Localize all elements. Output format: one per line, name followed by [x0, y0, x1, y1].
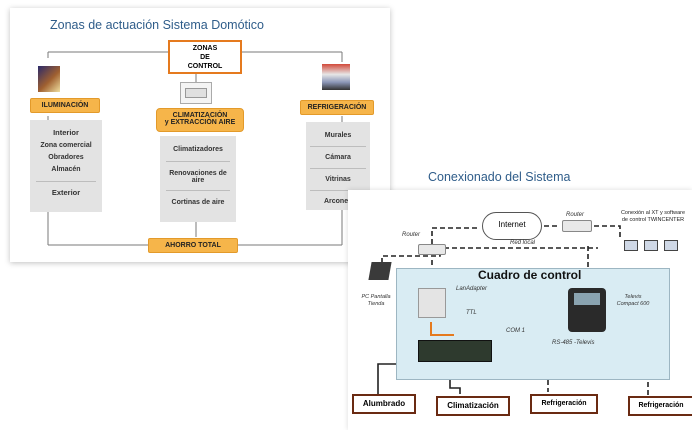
televis-device	[568, 288, 606, 332]
pc-label: PC Pantalla Tienda	[361, 294, 391, 307]
computer-icon	[664, 240, 678, 251]
control-zones-box: ZONAS DE CONTROL	[168, 40, 242, 74]
list-item: Arcones	[323, 198, 352, 205]
io-module-device	[418, 340, 492, 362]
pc-monitor-icon	[368, 262, 392, 280]
ttl-label: TTL	[466, 310, 477, 316]
list-item: Renovaciones de aire	[169, 170, 227, 184]
ahorro-total-label: AHORRO TOTAL	[148, 238, 238, 253]
control-line-3: CONTROL	[187, 63, 223, 70]
output-climatizacion: Climatización	[436, 396, 510, 416]
orange-arrow	[430, 334, 454, 336]
router-left-icon	[418, 244, 446, 255]
lanadapter-label: LanAdapter	[456, 286, 488, 292]
internet-cloud: Internet	[482, 212, 542, 240]
control-line-2: DE	[200, 54, 210, 61]
list-item: Murales	[324, 132, 352, 139]
list-item: Exterior	[51, 188, 81, 197]
internet-label: Internet	[498, 220, 526, 229]
lanadapter-device	[418, 288, 446, 318]
control-panel-title: Cuadro de control	[478, 268, 582, 282]
zones-title: Zonas de actuación Sistema Domótico	[50, 18, 264, 32]
connection-title: Conexionado del Sistema	[428, 170, 571, 184]
refrigeracion-panel: Murales Cámara Vitrinas Arcones	[306, 122, 370, 210]
list-item: Almacén	[51, 166, 81, 173]
refrigeracion-label: REFRIGERACIÓN	[300, 100, 374, 115]
divider	[310, 190, 366, 191]
output-refrigeracion-2: Refrigeración	[628, 396, 692, 416]
router-left-label: Router	[402, 232, 421, 238]
lighting-photo	[38, 66, 60, 92]
list-item: Obradores	[48, 154, 84, 161]
output-alumbrado: Alumbrado	[352, 394, 416, 414]
ac-unit-image	[180, 82, 212, 104]
rs485-label: RS-485 -Televis	[552, 340, 595, 346]
divider	[166, 190, 230, 191]
list-item: Cortinas de aire	[171, 199, 225, 206]
control-line-1: ZONAS	[192, 45, 218, 52]
climatizacion-label: CLIMATIZACIÓN y EXTRACCIÓN AIRE	[156, 108, 244, 132]
remote-connection-text: Conexión al XT y software de control TWI…	[620, 210, 686, 223]
router-right-label: Router	[566, 212, 585, 218]
router-right-icon	[562, 220, 592, 232]
climatizacion-panel: Climatizadores Renovaciones de aire Cort…	[160, 136, 236, 222]
divider	[310, 168, 366, 169]
computer-icon	[624, 240, 638, 251]
divider	[310, 146, 366, 147]
control-zones-card: Zonas de actuación Sistema Domótico ZONA…	[10, 8, 390, 262]
televis-label: Televis Compact 600	[616, 294, 650, 307]
red-local-label: Red local	[510, 240, 536, 246]
list-item: Vitrinas	[325, 176, 351, 183]
list-item: Cámara	[325, 154, 351, 161]
refrigeration-photo	[322, 64, 350, 90]
com1-label: COM 1	[506, 328, 526, 334]
list-item: Climatizadores	[173, 146, 223, 153]
iluminacion-panel: Interior Zona comercial Obradores Almacé…	[30, 120, 102, 212]
divider	[36, 181, 96, 182]
list-item: Zona comercial	[40, 142, 92, 149]
iluminacion-label: ILUMINACIÓN	[30, 98, 100, 113]
divider	[166, 161, 230, 162]
orange-arrow	[430, 322, 432, 336]
computer-icon	[644, 240, 658, 251]
output-refrigeracion-1: Refrigeración	[530, 394, 598, 414]
connection-card: Conexionado del Sistema Internet Router …	[348, 170, 692, 430]
clima-label-line-1: CLIMATIZACIÓN	[172, 112, 228, 119]
list-item: Interior	[53, 128, 79, 137]
clima-label-line-2: y EXTRACCIÓN AIRE	[164, 119, 236, 126]
control-panel-box	[396, 268, 670, 380]
